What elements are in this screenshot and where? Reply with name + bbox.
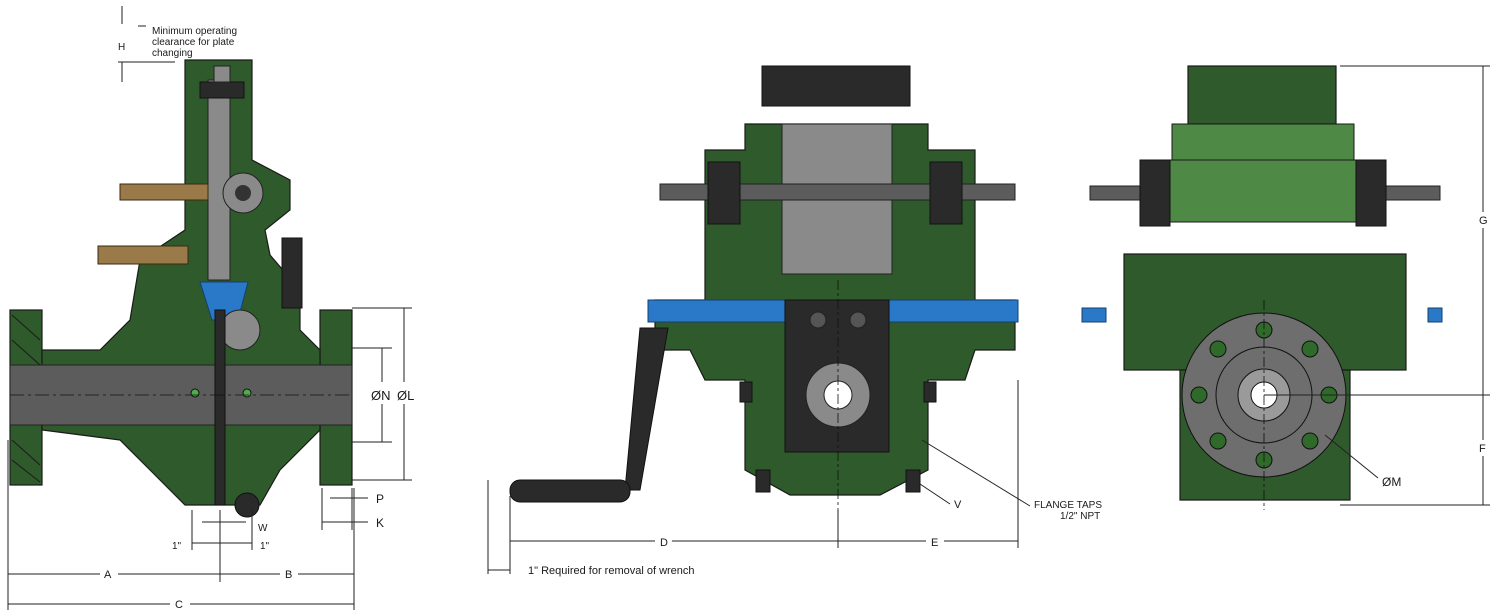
end-blue-left	[1081, 307, 1107, 323]
dim-C: C	[175, 599, 183, 611]
tap-right	[242, 388, 252, 398]
dim-G: G	[1479, 215, 1488, 227]
front-view	[509, 65, 1019, 510]
stem-housing	[207, 79, 231, 281]
dim-1in-left: 1"	[172, 541, 182, 552]
wrench-removal-note: 1" Required for removal of wrench	[528, 565, 695, 577]
dim-1in-right: 1"	[260, 541, 270, 552]
dim-D: D	[660, 537, 668, 549]
dim-E: E	[931, 537, 938, 549]
upper-fitting	[119, 183, 209, 201]
bolt-left	[809, 311, 827, 329]
dim-L: ØL	[397, 388, 414, 403]
bolt-right	[849, 311, 867, 329]
foot-right	[905, 469, 921, 493]
top-bolt	[213, 65, 231, 83]
end-view-dimensions: G F ØM	[1264, 65, 1490, 506]
lower-bolt-right	[923, 381, 937, 403]
dim-K: K	[376, 516, 384, 530]
side-section-view	[9, 59, 353, 518]
upper-gear-hub	[235, 185, 251, 201]
dim-B: B	[285, 569, 292, 581]
flange-hatch	[11, 314, 41, 483]
lower-fitting	[97, 245, 189, 265]
orifice-plate	[214, 309, 226, 506]
dim-H: H	[118, 42, 125, 53]
drain-plug	[234, 492, 260, 518]
top-cap	[761, 65, 911, 107]
clearance-note-1: Minimum operating	[152, 26, 237, 37]
dim-W: W	[258, 523, 268, 534]
end-gear-housing	[1159, 159, 1371, 223]
lower-gear	[219, 309, 261, 351]
foot-left	[755, 469, 771, 493]
dim-N: ØN	[371, 388, 391, 403]
flange-taps-1: FLANGE TAPS	[1034, 500, 1102, 511]
crank-arm	[624, 327, 669, 491]
side-view-dimensions: H Minimum operating clearance for plate …	[7, 6, 414, 611]
shaft	[659, 183, 1016, 201]
end-blue-right	[1427, 307, 1443, 323]
end-bearing-left	[1139, 159, 1171, 227]
dim-V: V	[954, 499, 962, 511]
crank-grip	[509, 479, 631, 503]
right-bearing	[929, 161, 963, 225]
dim-A: A	[104, 569, 112, 581]
end-bearing-right	[1355, 159, 1387, 227]
end-view	[1081, 65, 1443, 510]
end-top-flange	[1171, 123, 1355, 163]
dim-M: ØM	[1382, 475, 1401, 489]
side-plug	[281, 237, 303, 309]
flange-taps-2: 1/2" NPT	[1060, 511, 1100, 522]
lower-bolt-left	[739, 381, 753, 403]
dim-F: F	[1479, 443, 1486, 455]
front-view-dimensions: D E 1" Required for removal of wrench V …	[487, 380, 1102, 577]
clearance-note-2: clearance for plate	[152, 37, 235, 48]
top-nut	[199, 81, 245, 99]
end-top-box	[1187, 65, 1337, 125]
tap-left	[190, 388, 200, 398]
dim-P: P	[376, 492, 384, 506]
clearance-note-3: changing	[152, 48, 193, 59]
valve-body	[41, 59, 321, 506]
left-bearing	[707, 161, 741, 225]
